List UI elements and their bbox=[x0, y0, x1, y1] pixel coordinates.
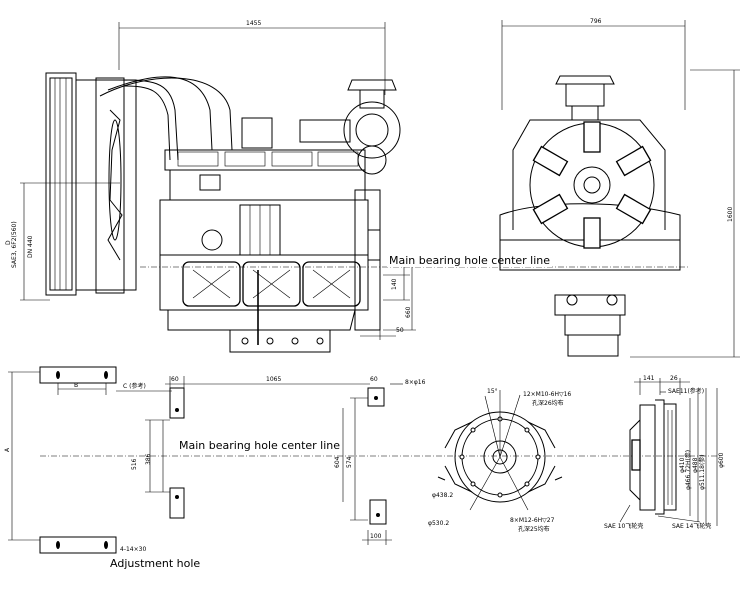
main-bearing-label-bottom: Main bearing hole center line bbox=[179, 439, 340, 452]
hs-sae10: SAE 10飞轮壳 bbox=[604, 522, 643, 530]
flywheel-view: 15° 12×M10-6H▽16 孔深26均布 φ438.2 φ530.2 8×… bbox=[428, 388, 571, 533]
hs-top: SAE11(参考) bbox=[668, 387, 704, 395]
dim-A: A bbox=[4, 447, 11, 452]
hs-600: φ600 bbox=[718, 452, 725, 468]
dim-60b: 60 bbox=[370, 376, 378, 383]
fly-d438: φ438.2 bbox=[432, 492, 453, 499]
dim-side-d: D bbox=[5, 240, 12, 245]
dim-bottom-holes: 4-14×30 bbox=[120, 546, 146, 553]
fly-d530: φ530.2 bbox=[428, 520, 449, 527]
front-view: 796 1600 bbox=[499, 18, 740, 358]
dim-side-sae: SAE3, 6F2(560) bbox=[11, 221, 18, 268]
dim-660: 660 bbox=[405, 306, 412, 318]
housing-section: 141 26 SAE11(参考) φ410 φ466.72H(参) φ488 φ… bbox=[604, 375, 725, 530]
dim-516: 516 bbox=[131, 458, 138, 470]
hs-511: φ511.18(参) bbox=[698, 454, 706, 490]
hs-26: 26 bbox=[670, 375, 678, 382]
fly-thread-bot: 8×M12-6H▽27 bbox=[510, 517, 555, 524]
hs-488: φ488 bbox=[692, 457, 699, 473]
dim-C: C (参考) bbox=[123, 382, 146, 390]
fly-angle: 15° bbox=[487, 388, 498, 395]
dim-side-dn: DN 440 bbox=[27, 235, 34, 258]
fly-thread-top2: 孔深26均布 bbox=[532, 399, 564, 407]
dim-386: 386 bbox=[145, 453, 152, 465]
dim-60a: 60 bbox=[171, 376, 179, 383]
fly-thread-bot2: 孔深25均布 bbox=[518, 525, 550, 533]
dim-140: 140 bbox=[391, 278, 398, 290]
side-view: 1455 bbox=[5, 20, 416, 353]
hs-141: 141 bbox=[643, 375, 655, 382]
hs-466: φ466.72H(参) bbox=[684, 450, 692, 490]
dim-1065: 1065 bbox=[266, 376, 281, 383]
hs-410: φ410 bbox=[679, 457, 686, 473]
dim-overall-width: 796 bbox=[590, 18, 602, 25]
hs-sae14: SAE 14飞轮壳 bbox=[672, 522, 711, 530]
fly-thread-top: 12×M10-6H▽16 bbox=[523, 391, 571, 398]
mounting-plan: B C (参考) A 4-14×30 516 386 60 1065 60 8×… bbox=[4, 366, 426, 554]
main-bearing-label-top: Main bearing hole center line bbox=[389, 254, 550, 267]
dim-B: B bbox=[74, 382, 78, 389]
dim-overall-height: 1600 bbox=[727, 207, 734, 222]
dim-604: 604 bbox=[334, 456, 341, 468]
dim-overall-length: 1455 bbox=[246, 20, 261, 27]
adjustment-hole-label: Adjustment hole bbox=[110, 557, 200, 570]
dim-holes-top: 8×φ16 bbox=[405, 379, 426, 386]
dim-100: 100 bbox=[370, 533, 382, 540]
dim-574: 574 bbox=[346, 456, 353, 468]
dim-50: 50 bbox=[396, 327, 404, 334]
